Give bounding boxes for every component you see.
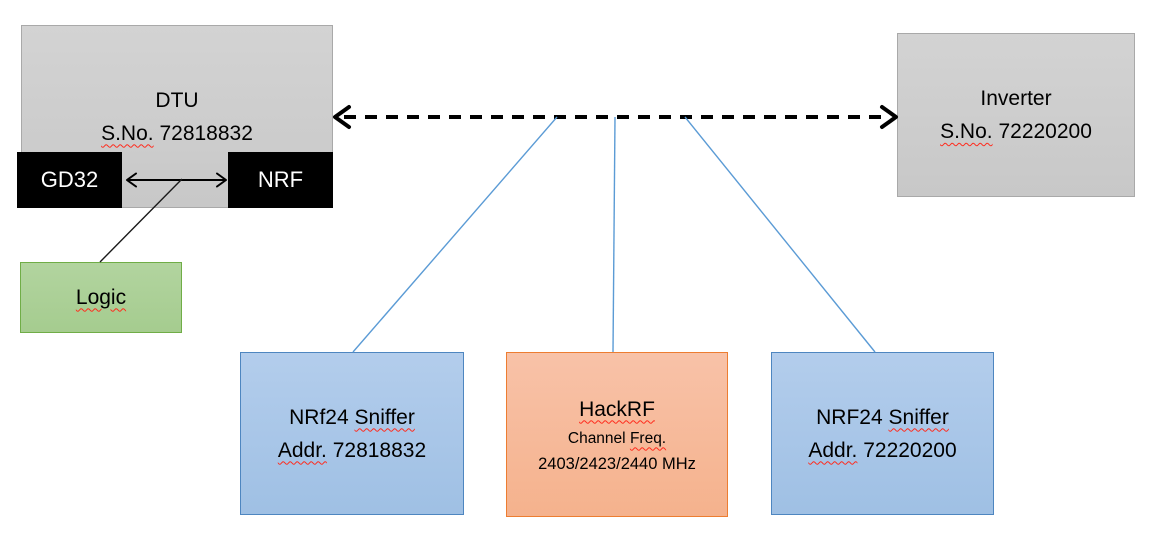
sniffer-right-addr-number: 72220200 <box>863 438 957 462</box>
hackrf-freq-label-prefix: Channel <box>567 429 626 447</box>
dtu-title: DTU <box>155 88 199 112</box>
sniffer-left-name-prefix: NRf24 <box>289 405 349 429</box>
hackrf-node: HackRF Channel Freq. 2403/2423/2440 MHz <box>506 352 728 517</box>
hackrf-frequencies: 2403/2423/2440 MHz <box>538 454 696 473</box>
nrf-chip-label: NRF <box>257 167 304 192</box>
sniffer-right-name-suffix: Sniffer <box>888 405 949 429</box>
inverter-serial: S.No. 72220200 <box>940 115 1092 148</box>
dtu-inverter-dashed-arrow <box>333 105 898 129</box>
sniffer-right-link-line <box>684 116 876 353</box>
gd32-chip: GD32 <box>17 152 122 208</box>
hackrf-link-line <box>612 116 616 353</box>
sniffer-right-name-prefix: NRF24 <box>816 405 883 429</box>
inverter-node: Inverter S.No. 72220200 <box>897 33 1135 197</box>
dtu-serial-number: 72818832 <box>159 121 253 145</box>
hackrf-title: HackRF <box>579 397 655 421</box>
sniffer-left-addr: Addr. 72818832 <box>278 434 426 467</box>
sniffer-right-addr: Addr. 72220200 <box>808 434 956 467</box>
nrf-chip: NRF <box>228 152 333 208</box>
arrowhead-left-icon <box>333 105 351 129</box>
dtu-serial: S.No. 72818832 <box>101 117 253 150</box>
inverter-title: Inverter <box>980 87 1052 110</box>
dtu-serial-prefix: S.No. <box>101 121 154 145</box>
sniffer-left-name-suffix: Sniffer <box>354 405 415 429</box>
hackrf-freq-label: Channel Freq. <box>568 426 666 451</box>
arrowhead-right-icon <box>880 105 898 129</box>
sniffer-left-link-line <box>352 116 558 353</box>
sniffer-right-node: NRF24 Sniffer Addr. 72220200 <box>771 352 994 515</box>
gd32-chip-label: GD32 <box>40 167 99 192</box>
sniffer-right-name: NRF24 Sniffer <box>816 401 949 434</box>
sniffer-left-addr-prefix: Addr. <box>277 438 327 462</box>
sniffer-left-node: NRf24 Sniffer Addr. 72818832 <box>240 352 464 515</box>
sniffer-left-addr-number: 72818832 <box>332 438 427 462</box>
sniffer-right-addr-prefix: Addr. <box>808 438 858 462</box>
hackrf-freq-label-suffix: Freq. <box>629 429 667 447</box>
sniffer-left-name: NRf24 Sniffer <box>289 401 415 434</box>
inverter-serial-prefix: S.No. <box>940 120 993 143</box>
inverter-serial-number: 72220200 <box>998 120 1092 143</box>
logic-node: Logic <box>20 262 182 333</box>
logic-label: Logic <box>75 285 127 309</box>
